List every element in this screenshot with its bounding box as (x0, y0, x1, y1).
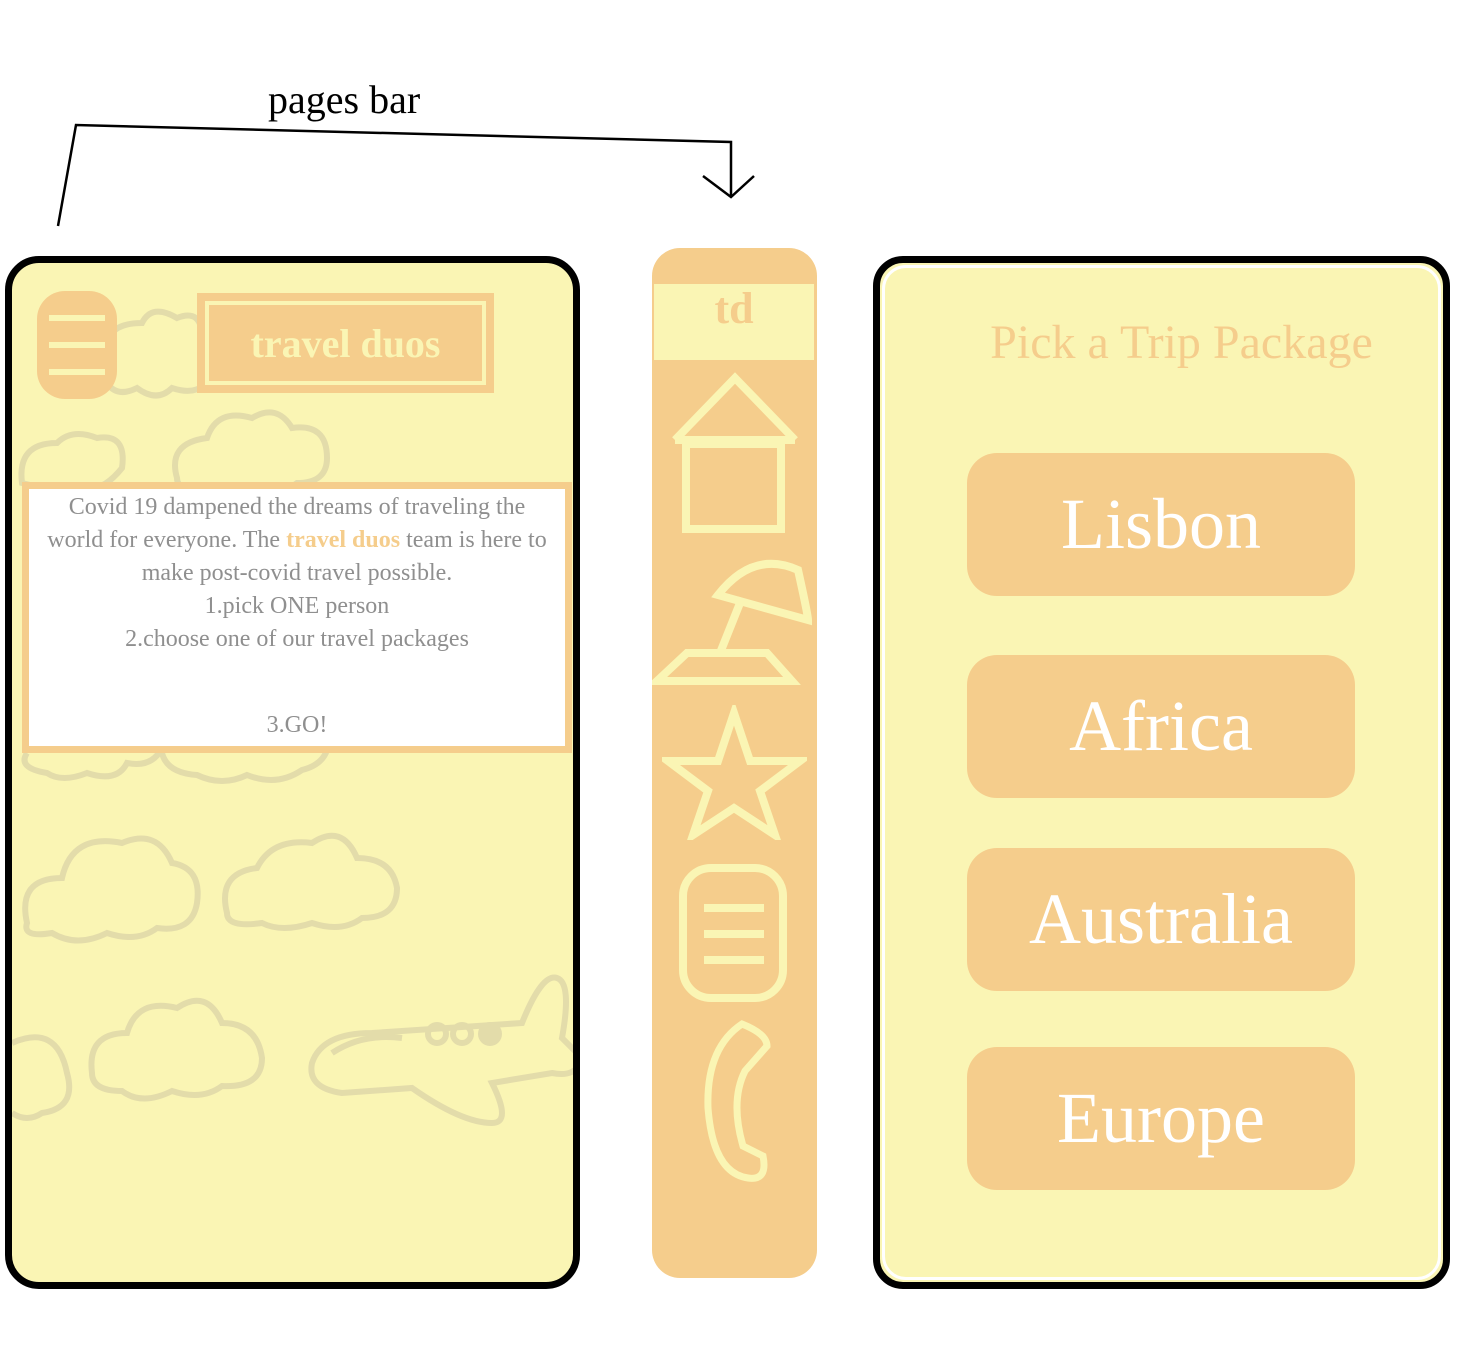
cloud-icon (12, 1034, 73, 1121)
intro-line: Covid 19 dampened the dreams of travelin… (68, 494, 526, 520)
cloud-icon (22, 835, 201, 944)
airplane-icon (308, 974, 573, 1127)
cloud-icon (88, 997, 266, 1102)
home-screen: travel duos Covid 19 dampened the dreams… (5, 256, 580, 1289)
travel-duos-logo: travel duos (197, 293, 494, 393)
intro-card: Covid 19 dampened the dreams of travelin… (22, 482, 572, 753)
annotation-arrow (56, 123, 755, 227)
cloud-icon (21, 746, 165, 781)
intro-step: 1.pick ONE person (204, 593, 390, 619)
cloud-background (12, 308, 573, 1127)
phone-icon[interactable] (702, 1018, 772, 1183)
list-icon[interactable] (678, 863, 790, 1003)
brand-highlight: travel duos (286, 527, 401, 553)
beach-umbrella-icon[interactable] (652, 553, 817, 688)
intro-line: make post-covid travel possible. (141, 560, 453, 586)
package-button-australia[interactable]: Australia (967, 848, 1355, 991)
hamburger-menu-button[interactable] (37, 291, 117, 399)
pages-bar-annotation-label: pages bar (268, 77, 421, 122)
star-icon[interactable] (662, 705, 807, 840)
cloud-icon (159, 748, 330, 784)
page-title: Pick a Trip Package (990, 316, 1373, 369)
intro-step: 3.GO! (266, 712, 328, 738)
intro-line: world for everyone. The travel duos team… (47, 527, 547, 553)
package-button-lisbon[interactable]: Lisbon (967, 453, 1355, 596)
packages-screen: Pick a Trip Package Lisbon Africa Austra… (873, 256, 1450, 1289)
logo-text: travel duos (205, 301, 486, 385)
home-icon[interactable] (670, 372, 800, 538)
td-logo[interactable]: td (654, 284, 814, 360)
package-button-africa[interactable]: Africa (967, 655, 1355, 798)
package-button-europe[interactable]: Europe (967, 1047, 1355, 1190)
pages-bar: td (652, 248, 817, 1278)
intro-step: 2.choose one of our travel packages (125, 626, 469, 652)
cloud-icon (222, 832, 401, 931)
